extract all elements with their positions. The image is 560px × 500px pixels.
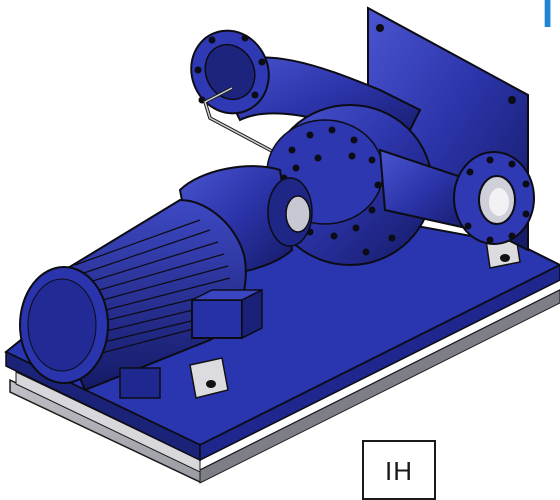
steel-frame xyxy=(9,289,560,484)
suction-pipe xyxy=(378,148,535,245)
terminal-box xyxy=(191,299,243,339)
ih-label: IH xyxy=(385,456,413,486)
corner-logo-mark: I xyxy=(540,0,560,30)
corner-letter: I xyxy=(542,0,554,30)
motor-cooling-fins xyxy=(74,219,231,356)
casing-bolts xyxy=(280,126,396,256)
electric-motor xyxy=(19,198,263,399)
shaft-coupling xyxy=(285,195,311,233)
ih-label-box: IH xyxy=(362,440,436,500)
